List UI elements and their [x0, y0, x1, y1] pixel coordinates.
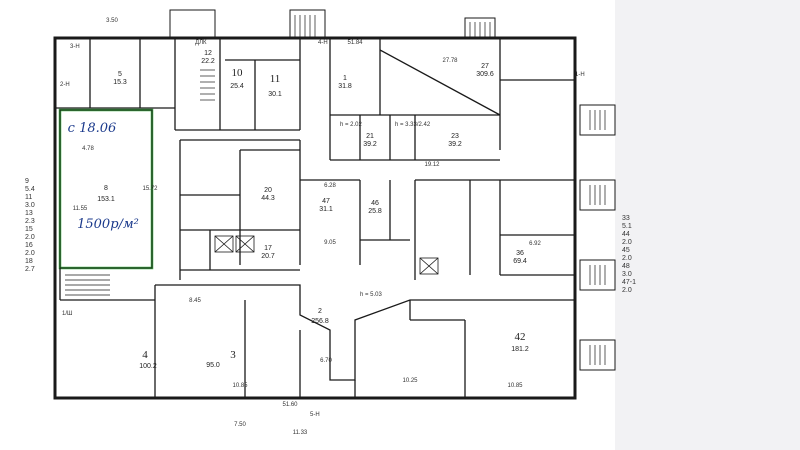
exit-label-5n: 5-Н: [310, 412, 320, 418]
height-label-3: h = 5.03: [360, 292, 383, 298]
stairs-top-center: [294, 15, 316, 38]
room-1-number: 1: [343, 75, 347, 82]
stairs-top-right: [469, 22, 491, 38]
room-27-number: 27: [481, 63, 489, 70]
stairs-right-exit-3: [589, 265, 606, 285]
dim-right-1: 6.28: [324, 183, 336, 189]
room-23-number: 23: [451, 133, 459, 140]
dim-mid-4: 10.25: [402, 378, 418, 384]
dim-mid-3: 10.85: [232, 383, 248, 389]
room-42-area: 181.2: [511, 346, 529, 353]
dim-mid-5: 10.85: [507, 383, 523, 389]
room-11-area: 30.1: [268, 91, 282, 98]
dim-top-2: 51.84: [347, 40, 363, 46]
room-8-area: 153.1: [97, 196, 115, 203]
room-20-number: 20: [264, 187, 272, 194]
stairs-left-lower: [65, 274, 110, 296]
dim-left-3: 11.55: [73, 206, 88, 212]
height-label-2: h = 3.33/2.42: [395, 122, 431, 128]
exit-label-4n: 4-Н: [318, 40, 328, 46]
stairs-right-exit-2: [589, 185, 606, 205]
room-8-number: 8: [104, 185, 108, 192]
room-36-area: 69.4: [513, 258, 527, 265]
room-12-number: 12: [204, 50, 212, 57]
exit-label-2n: 2-Н: [60, 82, 70, 88]
dim-mid-2: 6.70: [320, 358, 332, 364]
room-17-number: 17: [264, 245, 272, 252]
dim-top-3: 27.78: [442, 58, 458, 64]
room-11-number: 11: [270, 73, 281, 85]
dim-right-2: 9.05: [324, 240, 336, 246]
room-5-area: 15.3: [113, 79, 127, 86]
room-20-area: 44.3: [261, 195, 275, 202]
dim-left-1: 4.78: [82, 146, 94, 152]
dim-bottom-1: 51.60: [282, 402, 298, 408]
outer-wall: [53, 36, 577, 400]
room-10-number: 10: [232, 67, 244, 79]
gray-side-panel: [615, 0, 800, 450]
room-4-area: 100.2: [139, 363, 157, 370]
room-1-area: 31.8: [338, 83, 352, 90]
room-47-area: 31.1: [319, 206, 333, 213]
room-3-number: 3: [230, 349, 236, 361]
room-36-number: 36: [516, 250, 524, 257]
room-2-number: 2: [318, 308, 322, 315]
room-21-area: 39.2: [363, 141, 377, 148]
exit-label-1n: 1-Н: [575, 72, 585, 78]
elevators: [214, 235, 439, 275]
room-3-area: 95.0: [206, 362, 220, 369]
exit-label-dlk: ДЛК: [195, 40, 207, 46]
stairs-top-left: [200, 69, 215, 101]
dim-right-4: 6.92: [529, 241, 541, 247]
room-12-area: 22.2: [201, 58, 215, 65]
room-46-number: 46: [371, 200, 379, 207]
room-46-area: 25.8: [368, 208, 382, 215]
room-21-number: 21: [366, 133, 374, 140]
room-23-area: 39.2: [448, 141, 462, 148]
room-47-number: 47: [322, 198, 330, 205]
staircase-group: [65, 15, 606, 365]
room-2-area: 256.8: [311, 318, 329, 325]
dim-mid-1: 8.45: [189, 298, 201, 304]
dim-bottom-3: 7.50: [234, 422, 246, 428]
room-27-area: 309.6: [476, 71, 494, 78]
room-17-area: 20.7: [261, 253, 275, 260]
room-5-number: 5: [118, 71, 122, 78]
dim-bottom-2: 11.33: [293, 430, 308, 436]
dim-left-2: 15.72: [142, 186, 158, 192]
stairs-right-exit-4: [589, 345, 606, 365]
room-42-number: 42: [515, 331, 526, 343]
room-10-area: 25.4: [230, 83, 244, 90]
exit-label-3n: 3-Н: [70, 44, 80, 50]
dim-right-3: 19.12: [424, 162, 440, 168]
exit-label-1sh: 1/Ш: [62, 311, 73, 317]
dim-top-1: 3.50: [106, 18, 118, 24]
handwritten-price-note: 1500p/м²: [77, 217, 139, 232]
stairs-right-exit-1: [589, 110, 606, 130]
room-4-number: 4: [142, 349, 148, 361]
handwritten-date-note: c 18.06: [68, 121, 117, 136]
height-label-1: h = 2.02: [340, 122, 363, 128]
